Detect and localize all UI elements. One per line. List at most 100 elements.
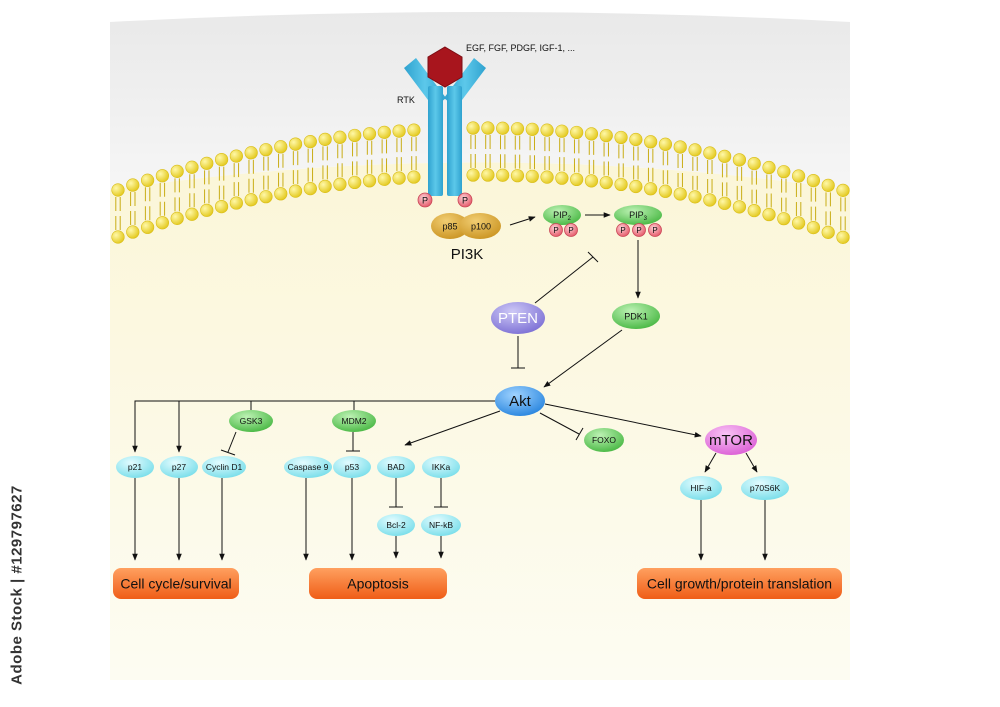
edge-pdk1-akt [543,329,623,388]
lipid-head [792,169,806,183]
edge-gsk3-cyclin-bar [220,449,236,456]
lipid-head [200,156,214,170]
pathway-edges [132,212,768,561]
receptor-phospho-right: P [457,192,473,208]
lipid-head [288,137,303,151]
lipid-head [688,190,702,204]
svg-text:Cell growth/protein translatio: Cell growth/protein translation [647,576,832,592]
caspase9-node: Caspase 9 [284,456,332,478]
lipid-tails [130,192,136,226]
edge-akt-apoptosis [404,410,501,446]
svg-text:GSK3: GSK3 [240,416,263,426]
lipid-head [806,173,821,188]
lipid-head [140,173,155,187]
lipid-head [584,127,599,141]
lipid-head [140,220,155,234]
lipid-head [762,160,776,175]
svg-text:p21: p21 [128,462,142,472]
lipid-head [318,132,332,146]
lipid-head [510,122,525,136]
edge-mtor-hifa [704,452,717,473]
lipid-head [629,132,643,147]
lipid-head [806,220,821,235]
lipid-tails [781,178,787,212]
lipid-head [481,121,495,135]
lipid-head [555,171,569,185]
lipid-head [362,174,377,188]
lipid-head [170,164,184,178]
svg-text:HIF-a: HIF-a [690,483,712,493]
svg-text:Cyclin D1: Cyclin D1 [206,462,243,472]
p27-node: p27 [160,456,198,478]
lipid-tails [603,142,609,176]
lipid-head [599,128,613,143]
lipid-head [614,177,628,192]
lipid-head [333,177,347,191]
outcome-growth: Cell growth/protein translation [637,568,842,599]
lipid-head [377,125,391,139]
lipid-tails [263,156,269,190]
lipid-head [466,168,480,182]
lipid-tails [633,146,639,180]
receptor-phospho-left: P [417,192,433,208]
pip2: PIP2 P P [543,205,581,237]
svg-text:P: P [620,226,625,235]
svg-text:P: P [422,196,428,206]
lipid-tails [485,135,491,169]
svg-text:PDK1: PDK1 [624,312,648,322]
lipid-head [170,211,184,225]
lipid-head [111,230,125,244]
lipid-head [821,225,835,239]
lipid-tails [115,197,121,230]
svg-text:p85: p85 [442,222,457,232]
lipid-head [525,169,539,183]
lipid-head [540,123,554,137]
lipid-head [126,178,140,192]
lipid-tails [189,174,195,208]
lipid-tails [721,163,728,197]
edge-pi3k-pip2 [509,216,536,226]
p53-node: p53 [333,456,371,478]
pi3k-complex: p85 p100 [431,213,501,239]
svg-text:FOXO: FOXO [592,435,616,445]
svg-text:p27: p27 [172,462,186,472]
lipid-head [362,127,377,141]
lipid-head [732,153,747,167]
lipid-head [288,184,303,198]
svg-text:PIP2: PIP2 [553,210,572,222]
lipid-head [407,123,421,137]
lipid-tails [307,148,314,182]
lipid-tails [396,138,402,172]
lipid-head [836,183,850,197]
lipid-head [496,121,510,135]
lipid-tails [144,187,151,221]
pip3: PIP3 P P P [614,205,662,237]
lipid-head [658,184,673,198]
edge-gsk3-cyclin [227,431,237,453]
lipid-tails [204,170,210,204]
lipid-tails [840,197,846,231]
svg-text:P: P [652,226,657,235]
lipid-head [688,143,702,157]
lipid-tails [795,183,802,217]
lipid-head [584,174,599,188]
lipid-head [126,225,140,239]
lipid-tails [588,140,595,174]
lipid-head [155,169,169,183]
lipid-head [392,171,406,185]
p21-node: p21 [116,456,154,478]
lipid-tails [352,142,358,176]
lipid-head [644,135,658,149]
svg-text:Caspase 9: Caspase 9 [288,462,329,472]
lipid-tails [218,166,225,200]
lipid-head [496,168,510,182]
cyclin-d1-node: Cyclin D1 [202,456,246,478]
bcl2-node: Bcl-2 [377,514,415,536]
edge-pten-inhibits-pip [534,256,594,304]
lipid-tails [514,135,521,169]
lipid-head [821,178,835,192]
lipid-head [377,172,391,186]
lipid-tails [544,137,550,171]
svg-text:Cell cycle/survival: Cell cycle/survival [120,576,231,592]
lipid-head [111,183,125,197]
